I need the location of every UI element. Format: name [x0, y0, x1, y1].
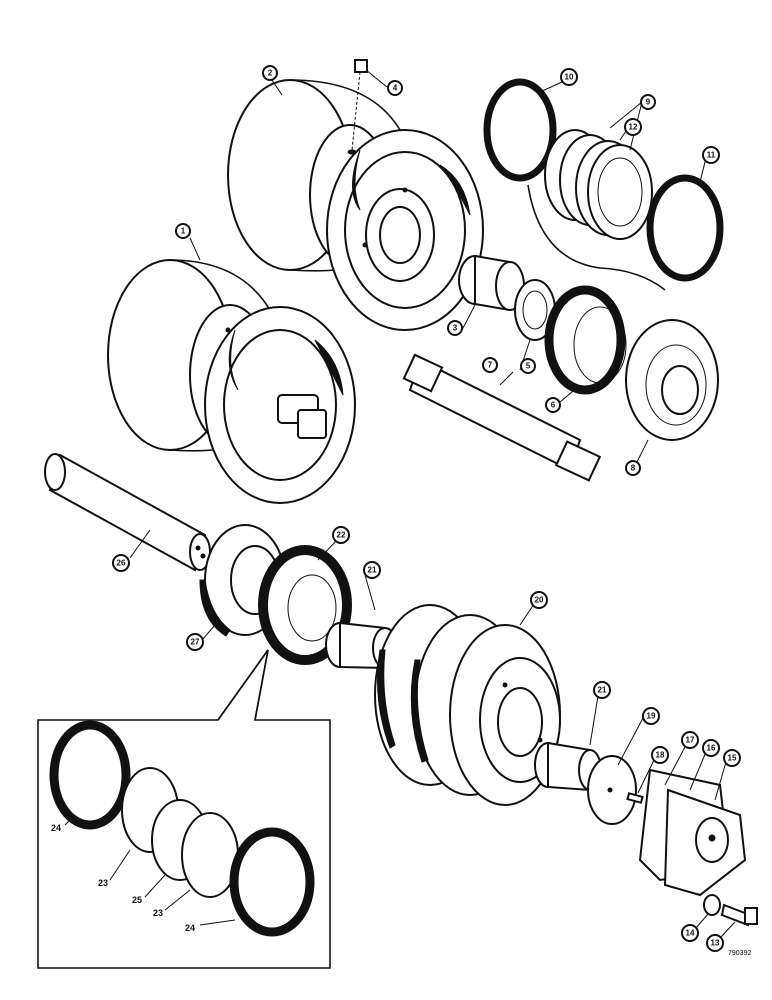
callout-1: 1	[175, 223, 191, 239]
callout-13: 13	[706, 934, 724, 952]
drawing-code: 790392	[728, 950, 751, 957]
callout-17-label: 17	[686, 736, 695, 745]
callout-26: 26	[112, 554, 130, 572]
callout-10-label: 10	[565, 73, 574, 82]
callout-18: 18	[651, 746, 669, 764]
inset-label-24-upper: 24	[51, 823, 61, 833]
callout-22-label: 22	[337, 531, 346, 540]
part-10-seal-ring	[483, 78, 557, 182]
callout-16: 16	[702, 739, 720, 757]
part-13-bolt	[720, 903, 758, 927]
callout-15: 15	[723, 749, 741, 767]
callout-12-label: 12	[629, 123, 638, 132]
callout-13-label: 13	[711, 939, 720, 948]
part-14-washer	[703, 894, 721, 916]
callout-22: 22	[332, 526, 350, 544]
callout-19-label: 19	[647, 712, 656, 721]
inset-label-23-lower: 23	[153, 908, 163, 918]
part-3-bushing	[458, 254, 525, 312]
part-4-plug	[347, 59, 368, 155]
callout-2: 2	[262, 65, 278, 81]
callout-5: 5	[520, 358, 536, 374]
leader-lines	[64, 69, 736, 939]
callout-20-label: 20	[535, 596, 544, 605]
callout-4: 4	[387, 80, 403, 96]
callout-6-label: 6	[551, 401, 556, 410]
part-20-roller	[374, 604, 561, 806]
part-2-track-roller	[227, 79, 484, 331]
part-9-seal-assembly	[544, 129, 653, 240]
callout-10: 10	[560, 68, 578, 86]
callout-7-label: 7	[488, 361, 493, 370]
callout-16-label: 16	[707, 744, 716, 753]
callout-7: 7	[482, 357, 498, 373]
part-8-collar	[625, 319, 719, 441]
part-22-seal	[258, 545, 352, 665]
callout-14: 14	[681, 924, 699, 942]
inset-detail-box	[37, 649, 331, 969]
part-11-seal-ring	[646, 174, 724, 282]
part-15-end-cap	[663, 788, 747, 897]
callout-6: 6	[545, 397, 561, 413]
callout-20: 20	[530, 591, 548, 609]
callout-21-left-label: 21	[368, 566, 377, 575]
callout-18-label: 18	[656, 751, 665, 760]
callout-27-label: 27	[191, 638, 200, 647]
callout-27: 27	[186, 633, 204, 651]
part-5-shaft	[402, 353, 602, 482]
callout-21-left: 21	[363, 561, 381, 579]
inset-label-25: 25	[132, 895, 142, 905]
inset-part-24-seal-lower	[229, 827, 315, 937]
callout-11-label: 11	[707, 151, 716, 160]
callout-5-label: 5	[526, 362, 531, 371]
callout-21-right: 21	[593, 681, 611, 699]
group-bracket	[527, 184, 666, 291]
inset-label-23-upper: 23	[98, 878, 108, 888]
inset-label-24-lower: 24	[185, 923, 195, 933]
part-26-shaft	[44, 453, 211, 572]
callout-21-right-label: 21	[598, 686, 607, 695]
callout-9: 9	[640, 94, 656, 110]
inset-part-24-seal-upper	[49, 720, 131, 830]
callout-19: 19	[642, 707, 660, 725]
callout-17: 17	[681, 731, 699, 749]
part-19-disc	[587, 755, 637, 825]
callout-12: 12	[624, 118, 642, 136]
part-1-track-roller	[107, 259, 356, 504]
callout-14-label: 14	[686, 929, 695, 938]
part-6-seal	[544, 285, 627, 395]
part-18-bolt	[626, 792, 644, 804]
callout-8: 8	[625, 460, 641, 476]
callout-9-label: 9	[646, 98, 651, 107]
callout-3-label: 3	[453, 324, 458, 333]
callout-11: 11	[702, 146, 720, 164]
callout-4-label: 4	[393, 84, 398, 93]
callout-3: 3	[447, 320, 463, 336]
callout-8-label: 8	[631, 464, 636, 473]
callout-15-label: 15	[728, 754, 737, 763]
callout-2-label: 2	[268, 69, 273, 78]
callout-1-label: 1	[181, 227, 186, 236]
callout-26-label: 26	[117, 559, 126, 568]
